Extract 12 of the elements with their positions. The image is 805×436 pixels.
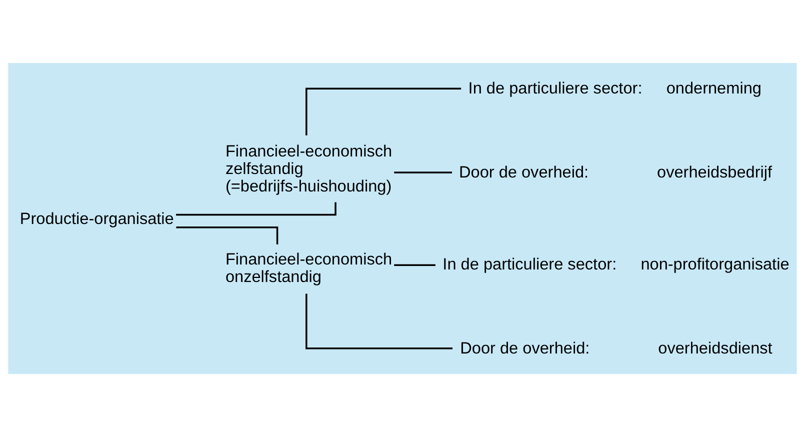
node-text: In de particuliere sector: onderneming <box>468 79 762 98</box>
connector <box>306 293 452 349</box>
node-text: Door de overheid: overheidsbedrijf <box>458 162 772 181</box>
node-text: Financieel-economisch onzelfstandig <box>225 250 392 286</box>
node-text: Productie-organisatie <box>20 209 174 228</box>
connector <box>394 264 436 266</box>
connector <box>176 226 278 244</box>
node-text: Financieel-economisch zelfstandig (=bedrijfs-huishouding) <box>225 142 392 195</box>
connector <box>306 87 462 135</box>
connector <box>394 171 452 173</box>
node-text: Door de overheid: overheidsdienst <box>460 338 772 357</box>
node-text: In de particuliere sector: non-profitorganisatie <box>442 254 790 273</box>
